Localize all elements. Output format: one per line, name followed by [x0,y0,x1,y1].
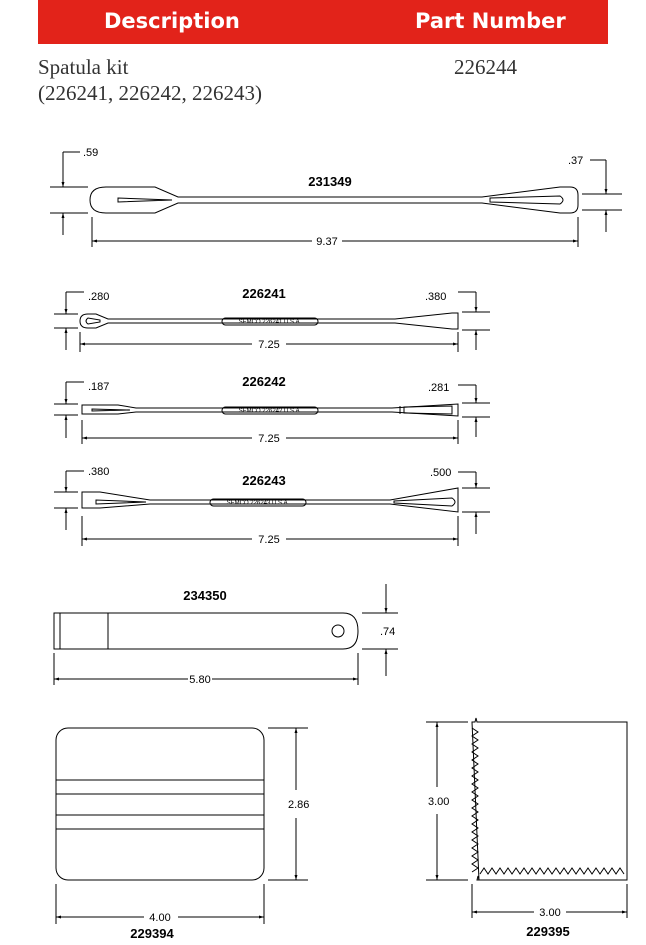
row-description-line2: (226241, 226242, 226243) [38,81,262,105]
part-label-229394: 229394 [130,926,174,941]
squeegee-229394-outline [55,727,265,881]
drawing-226241 [54,291,490,352]
dim-234350-width: .74 [380,626,395,638]
drawing-229395 [426,717,628,918]
dim-226241-length: 7.25 [258,339,279,351]
dim-226243-left-width: .380 [88,466,109,478]
part-label-226241: 226241 [242,286,285,301]
part-label-231349: 231349 [308,174,351,189]
spatula-231349-outline [89,186,579,214]
stamp-226241: SEMCO 226241 U.S.A. [239,320,302,326]
dim-231349-left-width: .59 [83,147,98,159]
dim-231349-length: 9.37 [316,236,337,248]
part-label-229395: 229395 [526,924,569,939]
dim-234350-length: 5.80 [189,674,210,686]
dim-231349-right-width: .37 [568,155,583,167]
drawing-226242 [54,381,490,444]
dim-226243-length: 7.25 [258,534,279,546]
row-part-number: 226244 [454,55,517,79]
description-column-header: Description [104,9,240,33]
stamp-226242: SEMCO 226242 U.S.A. [239,409,302,415]
dim-226241-right-width: .380 [425,291,446,303]
part-label-226242: 226242 [242,374,285,389]
part-label-226243: 226243 [242,473,285,488]
dim-226242-left-width: .187 [88,381,109,393]
part-label-234350: 234350 [183,588,226,603]
drawing-229394 [55,727,308,924]
blade-229395-outline [471,717,628,881]
stamp-226243: SEMCO 226243 U.S.A. [227,501,290,507]
dim-229394-width: 4.00 [149,912,170,924]
dim-226243-right-width: .500 [430,467,451,479]
table-header: Description Part Number [38,0,608,44]
dim-226242-right-width: .281 [428,382,449,394]
part-number-column-header: Part Number [415,9,566,33]
drawing-231349 [50,151,622,247]
row-description-line1: Spatula kit [38,55,129,79]
dim-229394-height: 2.86 [288,799,309,811]
dim-226241-left-width: .280 [88,291,109,303]
drawing-226243 [54,470,490,546]
dim-229395-width: 3.00 [539,907,560,919]
dim-229395-height: 3.00 [428,796,449,808]
dim-226242-length: 7.25 [258,433,279,445]
tool-234350-outline [53,612,359,650]
drawing-234350 [53,584,398,685]
